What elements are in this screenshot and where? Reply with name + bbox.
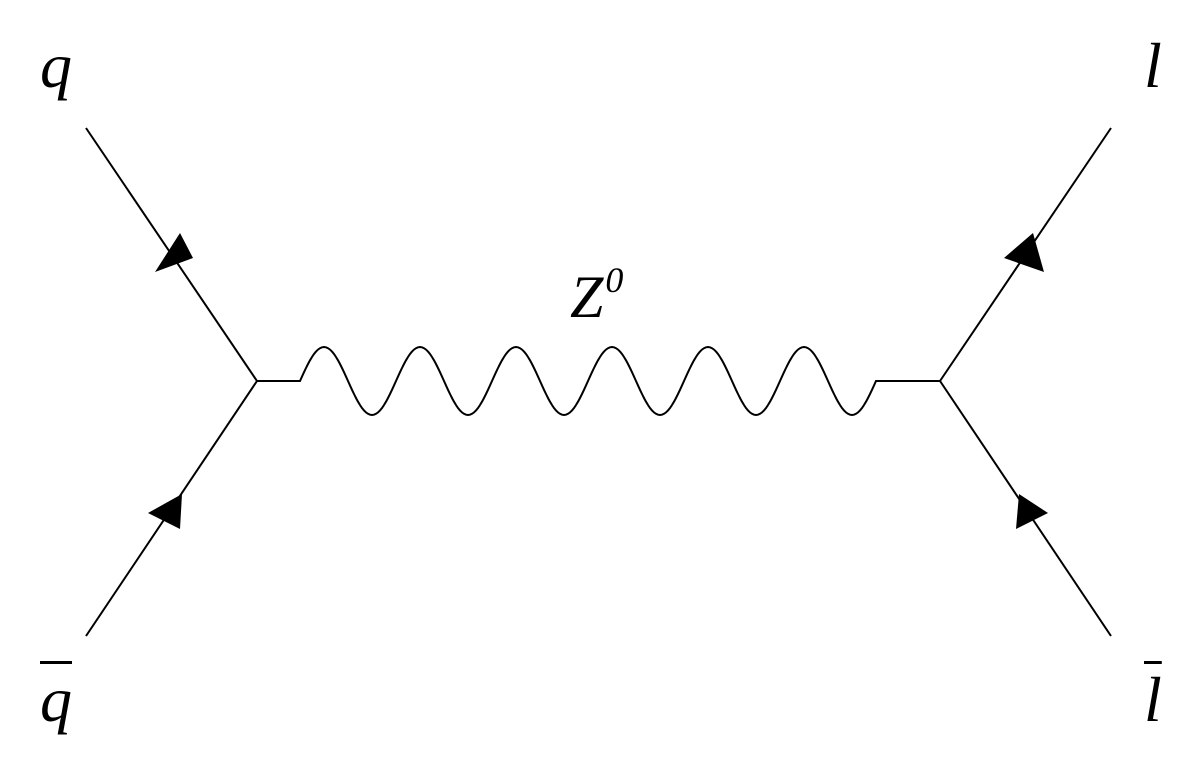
quark-label: q: [40, 30, 72, 101]
z-boson-symbol: Z: [570, 264, 604, 330]
lepton-arrow-icon: [1004, 233, 1044, 272]
lepton-label: l: [1144, 30, 1162, 101]
antiquark-arrow-icon: [148, 494, 182, 529]
antilepton-arrow-icon: [1016, 494, 1048, 529]
antilepton-label: l: [1144, 664, 1162, 735]
z-boson-label: Z0: [570, 262, 623, 330]
antiquark-label: q: [40, 664, 72, 735]
quark-arrow-icon: [155, 233, 193, 272]
z-boson-charge: 0: [605, 260, 624, 300]
z-boson-propagator: [257, 345, 940, 417]
